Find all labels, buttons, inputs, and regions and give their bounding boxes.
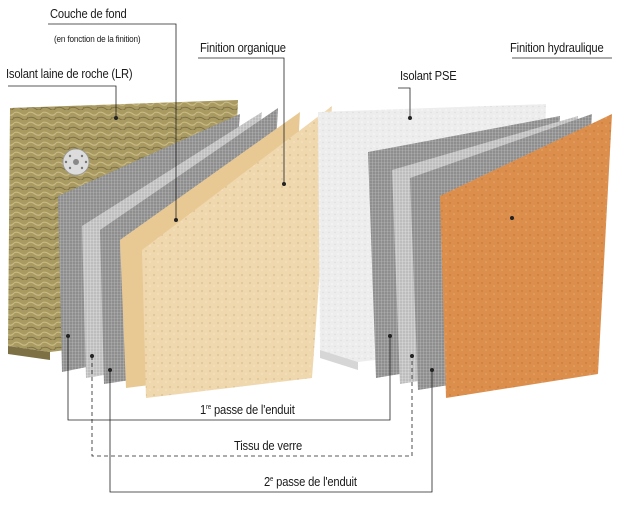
leader-lines	[8, 23, 612, 493]
leader-isolant-pse	[398, 87, 411, 118]
eps-side	[320, 350, 358, 370]
deuxieme-passe-superscript: e	[270, 476, 274, 483]
label-isolant-lr: Isolant laine de roche (LR)	[6, 66, 133, 81]
deuxieme-passe-text: passe de l'enduit	[273, 474, 357, 489]
bracket-first-coat	[67, 336, 391, 421]
bracket-second-coat	[109, 370, 433, 493]
leader-couche-de-fond	[48, 23, 177, 220]
right-system	[318, 104, 612, 398]
premiere-passe-number: 1	[200, 402, 207, 417]
label-premiere-passe: 1re passe de l'enduit	[200, 402, 295, 417]
label-couche-de-fond: Couche de fond	[50, 6, 127, 21]
premiere-passe-superscript: re	[206, 404, 212, 411]
organic-finish-panel	[142, 106, 332, 398]
label-couche-de-fond-note: (en fonction de la finition)	[54, 34, 141, 45]
label-tissu-de-verre: Tissu de verre	[234, 438, 303, 453]
insulation-dowel-icon	[62, 148, 90, 176]
leader-isolant-lr	[8, 85, 117, 118]
rock-wool-side	[8, 346, 50, 360]
label-isolant-pse: Isolant PSE	[400, 68, 457, 83]
label-deuxieme-passe: 2e passe de l'enduit	[264, 474, 357, 489]
left-system	[8, 100, 332, 398]
label-finition-hydraulique: Finition hydraulique	[510, 40, 604, 55]
hydraulic-finish-panel	[440, 114, 612, 398]
label-finition-organique: Finition organique	[200, 40, 286, 55]
leader-finition-organique	[198, 57, 285, 184]
bracket-glass-mesh	[91, 356, 413, 457]
premiere-passe-text: passe de l'enduit	[211, 402, 295, 417]
deuxieme-passe-number: 2	[264, 474, 271, 489]
